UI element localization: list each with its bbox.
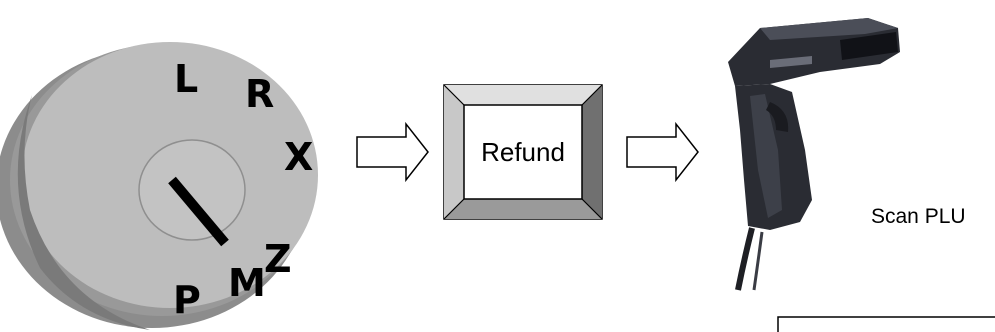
refund-key: Refund — [443, 84, 603, 220]
dial-position-m: M — [228, 261, 266, 305]
barcode-scanner-icon — [728, 18, 900, 291]
mode-dial-icon: L R X Z M P — [0, 42, 318, 330]
dial-pointer — [168, 176, 229, 247]
refund-key-label: Refund — [481, 137, 565, 167]
arrow-right-icon — [626, 121, 699, 183]
dial-position-l: L — [174, 57, 198, 101]
dial-position-z: Z — [264, 237, 292, 281]
scanner-caption: Scan PLU — [871, 205, 966, 228]
dial-position-r: R — [245, 72, 274, 116]
dial-position-x: X — [284, 135, 313, 179]
dial-position-p: P — [173, 278, 201, 322]
arrow-right-icon — [356, 121, 429, 183]
partial-box — [777, 316, 995, 332]
